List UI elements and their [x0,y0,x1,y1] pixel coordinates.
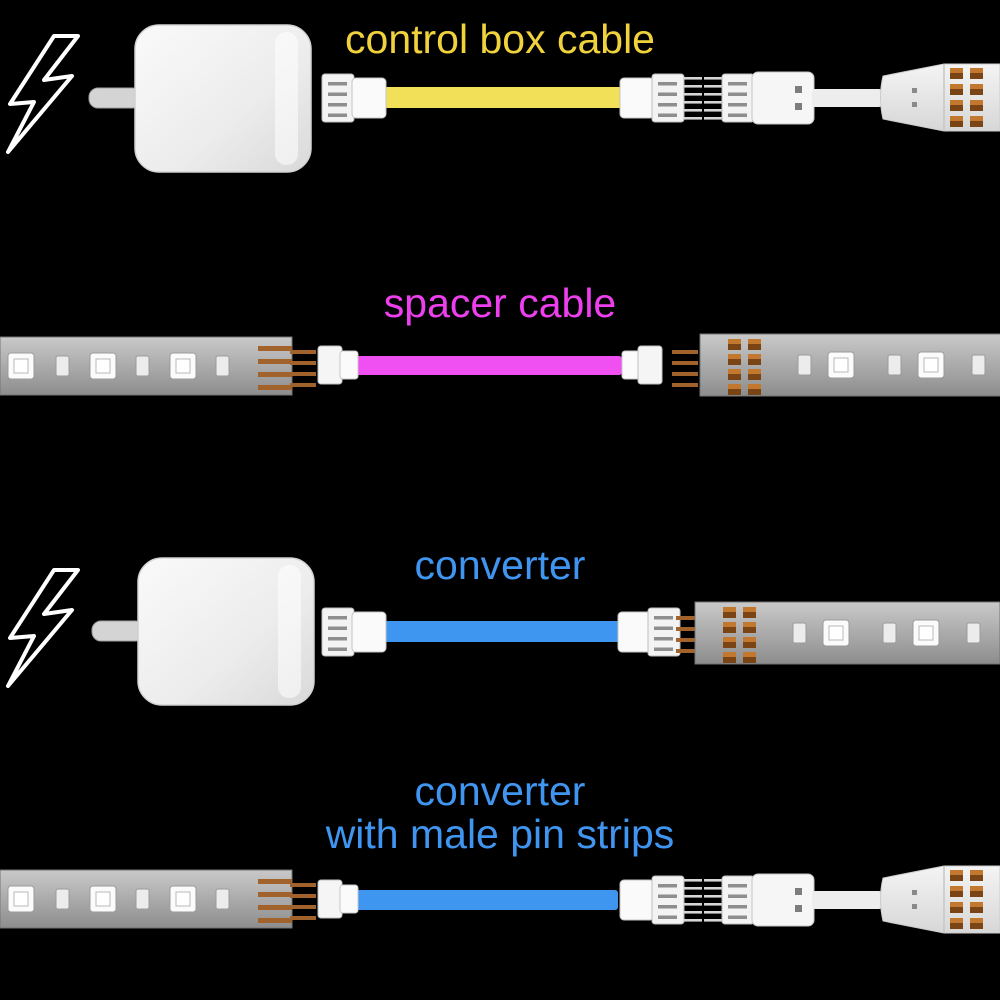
led-strip-right [700,334,1000,396]
led-strip-right [695,602,1000,664]
spacer-cable [356,356,622,375]
white-cable [812,891,882,909]
lightning-bolt-icon [6,34,80,154]
copper-pins-icon [672,350,698,387]
connector-plug [351,611,387,653]
converter-cable [384,621,622,642]
male-pin-header-icon [704,879,722,922]
label-spacer-cable: spacer cable [384,280,616,326]
male-pin-header-icon [704,77,722,120]
control-box-cable [384,87,624,108]
label-control-box-cable: control box cable [345,16,655,62]
connector-housing [751,71,815,125]
lightning-bolt-icon [6,568,80,688]
four-pin-connector [651,73,685,123]
label-converter-male-line2: with male pin strips [325,811,675,857]
white-cable [812,89,882,107]
four-pin-splitter-connector [881,64,1000,131]
led-strip-left [0,337,292,395]
male-pin-header-icon [684,77,702,120]
label-converter-male-line1: converter [415,768,586,814]
four-pin-connector [721,73,755,123]
connector-plug [317,879,359,919]
four-pin-connector [651,875,685,925]
four-pin-connector [647,607,681,657]
connector-plug [617,611,653,653]
connector-plug [317,345,359,385]
four-pin-connector [321,607,355,657]
four-pin-connector [721,875,755,925]
copper-pins-icon [290,883,316,920]
connector-plug [621,345,663,385]
connector-plug [351,77,387,119]
copper-pins-icon [290,350,316,387]
male-pin-header-icon [684,879,702,922]
four-pin-connector [321,73,355,123]
power-adapter [91,557,315,706]
connector-plug [619,77,655,119]
connector-plug [619,879,655,921]
led-strip-left [0,870,292,928]
connector-housing [751,873,815,927]
converter-male-cable [356,890,618,910]
power-adapter [88,24,312,173]
four-pin-splitter-connector [881,866,1000,933]
label-converter: converter [415,542,586,588]
